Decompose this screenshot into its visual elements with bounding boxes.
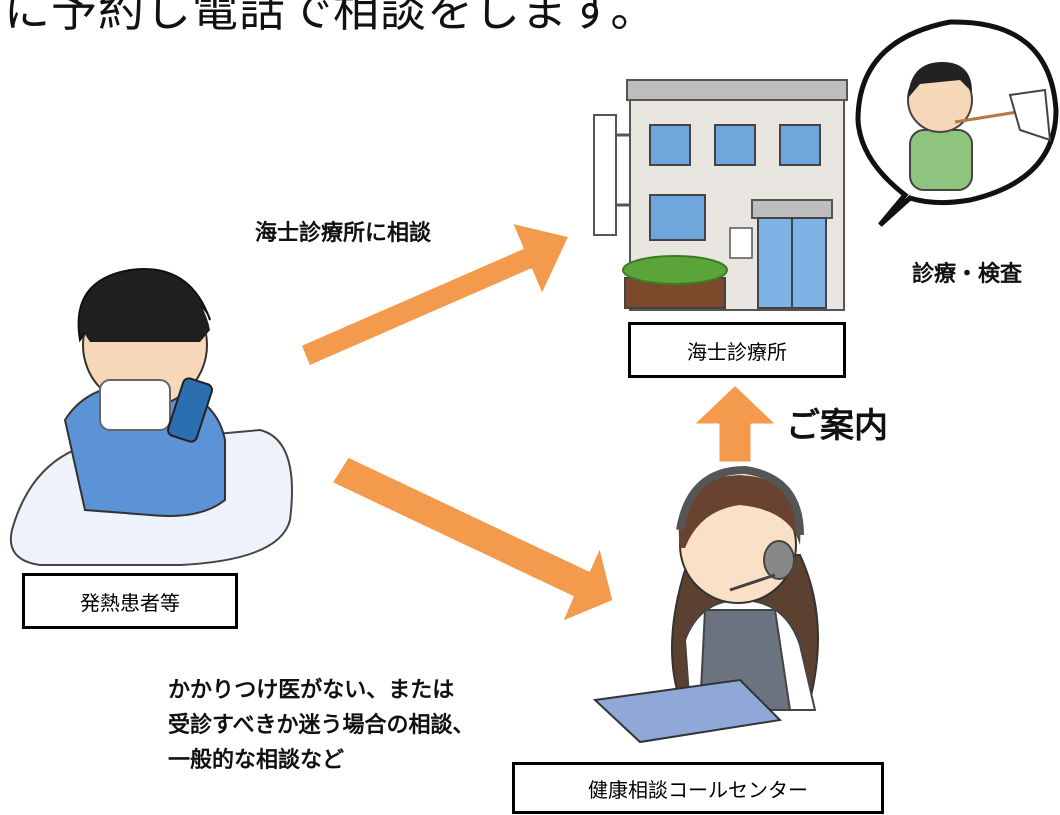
call-center-note: かかりつけ医がない、または 受診すべきか迷う場合の相談、 一般的な相談など [168, 673, 474, 778]
patient-on-phone-icon [9, 268, 293, 566]
patient-name-text: 発熱患者等 [80, 590, 180, 615]
call-center-note-line-1: かかりつけ医がない、または [168, 678, 455, 703]
guide-label: ご案内 [786, 406, 888, 446]
clinic-name-box: 海士診療所 [628, 322, 846, 378]
arrow-call-center-to-clinic-icon [690, 382, 780, 465]
exam-speech-bubble-icon [855, 19, 1059, 227]
call-center-note-line-3: 一般的な相談など [168, 748, 345, 773]
consult-clinic-label: 海士診療所に相談 [255, 221, 432, 246]
call-center-note-line-2: 受診すべきか迷う場合の相談、 [168, 713, 475, 738]
call-center-name-box: 健康相談コールセンター [512, 762, 884, 814]
patient-name-box: 発熱患者等 [22, 573, 238, 629]
call-center-operator-icon [592, 465, 819, 744]
arrow-patient-to-call-center-icon [329, 454, 616, 625]
exam-label: 診療・検査 [912, 262, 1023, 287]
page-headline: に予約し電話で相談をします。 [4, 0, 658, 37]
arrow-patient-to-clinic-icon [298, 220, 572, 369]
clinic-name-text: 海士診療所 [687, 339, 787, 364]
clinic-building-icon [593, 79, 848, 311]
call-center-name-text: 健康相談コールセンター [588, 777, 808, 802]
